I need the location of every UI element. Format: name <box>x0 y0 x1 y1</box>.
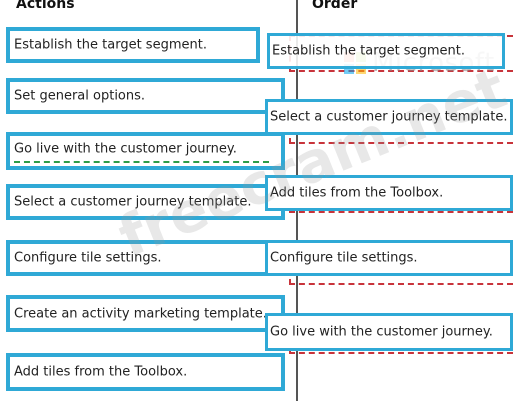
action-label: Establish the target segment. <box>14 37 207 53</box>
action-label: Add tiles from the Toolbox. <box>14 364 188 380</box>
order-item[interactable]: Establish the target segment. <box>267 33 505 69</box>
action-label: Configure tile settings. <box>14 250 162 266</box>
order-header: Order <box>312 0 358 12</box>
action-item[interactable]: Add tiles from the Toolbox. <box>6 353 285 391</box>
order-label: Configure tile settings. <box>270 250 418 266</box>
action-item[interactable]: Set general options. <box>6 78 285 114</box>
action-item[interactable]: Establish the target segment. <box>6 27 260 63</box>
order-item[interactable]: Configure tile settings. <box>265 240 513 276</box>
action-label: Create an activity marketing template. <box>14 306 267 321</box>
order-label: Add tiles from the Toolbox. <box>270 185 444 201</box>
action-label: Set general options. <box>14 88 146 104</box>
order-item[interactable]: Add tiles from the Toolbox. <box>265 175 513 211</box>
focus-indicator <box>14 161 269 163</box>
action-label: Go live with the customer journey. <box>14 141 237 157</box>
action-label: Select a customer journey template. <box>14 194 252 210</box>
order-label: Select a customer journey template. <box>270 109 508 125</box>
action-item[interactable]: Select a customer journey template. <box>6 184 285 220</box>
action-item-focused[interactable]: Go live with the customer journey. <box>6 132 285 170</box>
action-item[interactable]: Create an activity marketing template. <box>6 295 285 332</box>
order-item[interactable]: Select a customer journey template. <box>265 99 513 135</box>
order-item[interactable]: Go live with the customer journey. <box>265 313 513 351</box>
order-label: Establish the target segment. <box>272 43 465 59</box>
action-item[interactable]: Configure tile settings. <box>6 240 285 276</box>
order-label: Go live with the customer journey. <box>270 324 493 340</box>
actions-header: Actions <box>16 0 75 12</box>
